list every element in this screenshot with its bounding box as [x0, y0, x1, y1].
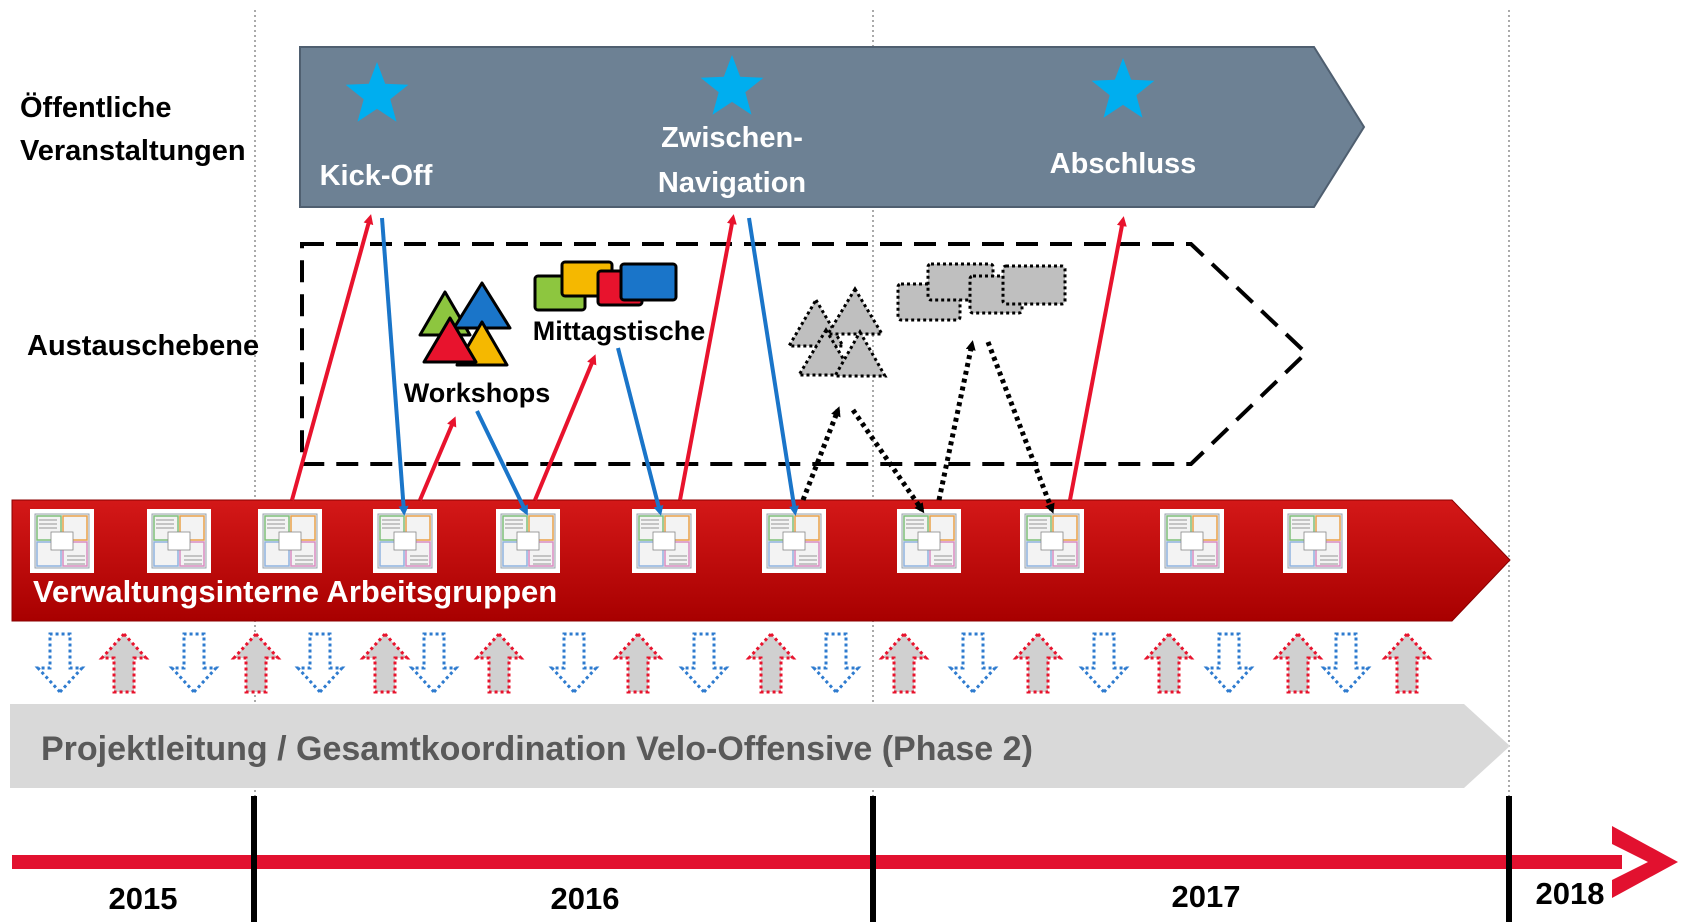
working-group-thumbnail	[30, 509, 94, 573]
working-group-thumbnail	[897, 509, 961, 573]
up-arrow-icon	[98, 631, 150, 694]
down-arrow-icon	[810, 632, 862, 695]
timeline	[12, 796, 1678, 922]
exchange-level-band	[300, 242, 1309, 466]
star-icon	[345, 62, 409, 122]
workshops-label: Workshops	[404, 378, 551, 408]
connection-arrows	[290, 214, 1127, 516]
working-group-thumbnail	[147, 509, 211, 573]
kickoff-label: Kick-Off	[320, 160, 433, 192]
feedback-arrows	[34, 631, 1433, 695]
year-label-2017: 2017	[1172, 879, 1241, 914]
project-lead-label: Projektleitung / Gesamtkoordination Velo…	[41, 730, 1033, 768]
lunch-tables-icon	[533, 260, 678, 312]
down-arrow-icon	[678, 632, 730, 695]
row-label-public-events: Öffentliche	[20, 91, 171, 124]
working-group-thumbnail	[1160, 509, 1224, 573]
lunch-tables-label: Mittagstische	[533, 316, 706, 346]
star-icon	[700, 55, 764, 115]
working-groups-label: Verwaltungsinterne Arbeitsgruppen	[33, 574, 557, 609]
up-arrow-icon	[473, 631, 525, 694]
star-icon	[1091, 58, 1155, 118]
up-arrow-icon	[1143, 631, 1195, 694]
down-arrow-icon	[408, 632, 460, 695]
working-group-thumbnail	[373, 509, 437, 573]
down-arrow-icon	[1320, 632, 1372, 695]
up-arrow-icon	[230, 631, 282, 694]
midterm-label-line2: Navigation	[658, 167, 806, 199]
up-arrow-icon	[745, 631, 797, 694]
up-arrow-icon	[1272, 631, 1324, 694]
final-event-label: Abschluss	[1050, 148, 1197, 180]
working-group-thumbnails	[30, 509, 1347, 573]
working-group-thumbnail	[1020, 509, 1084, 573]
row-label-public-events-line2: Veranstaltungen	[20, 135, 246, 167]
down-arrow-icon	[294, 632, 346, 695]
working-group-thumbnail	[1283, 509, 1347, 573]
down-arrow-icon	[1078, 632, 1130, 695]
down-arrow-icon	[34, 632, 86, 695]
workshops-icon	[418, 281, 512, 367]
up-arrow-icon	[878, 631, 930, 694]
working-group-thumbnail	[258, 509, 322, 573]
up-arrow-icon	[1381, 631, 1433, 694]
working-group-thumbnail	[632, 509, 696, 573]
working-group-thumbnail	[496, 509, 560, 573]
future-lunch-tables-icon	[896, 262, 1067, 322]
public-events-band	[299, 46, 1366, 208]
working-group-thumbnail	[762, 509, 826, 573]
project-lead-band	[10, 704, 1510, 788]
row-label-exchange: Austauschebene	[27, 330, 259, 362]
year-label-2018: 2018	[1536, 876, 1605, 911]
year-label-2016: 2016	[551, 881, 620, 916]
up-arrow-icon	[612, 631, 664, 694]
future-workshops-icon	[786, 286, 888, 378]
midterm-label-line1: Zwischen-	[661, 122, 803, 154]
up-arrow-icon	[359, 631, 411, 694]
up-arrow-icon	[1012, 631, 1064, 694]
down-arrow-icon	[1203, 632, 1255, 695]
down-arrow-icon	[947, 632, 999, 695]
down-arrow-icon	[548, 632, 600, 695]
year-label-2015: 2015	[109, 881, 178, 916]
down-arrow-icon	[168, 632, 220, 695]
